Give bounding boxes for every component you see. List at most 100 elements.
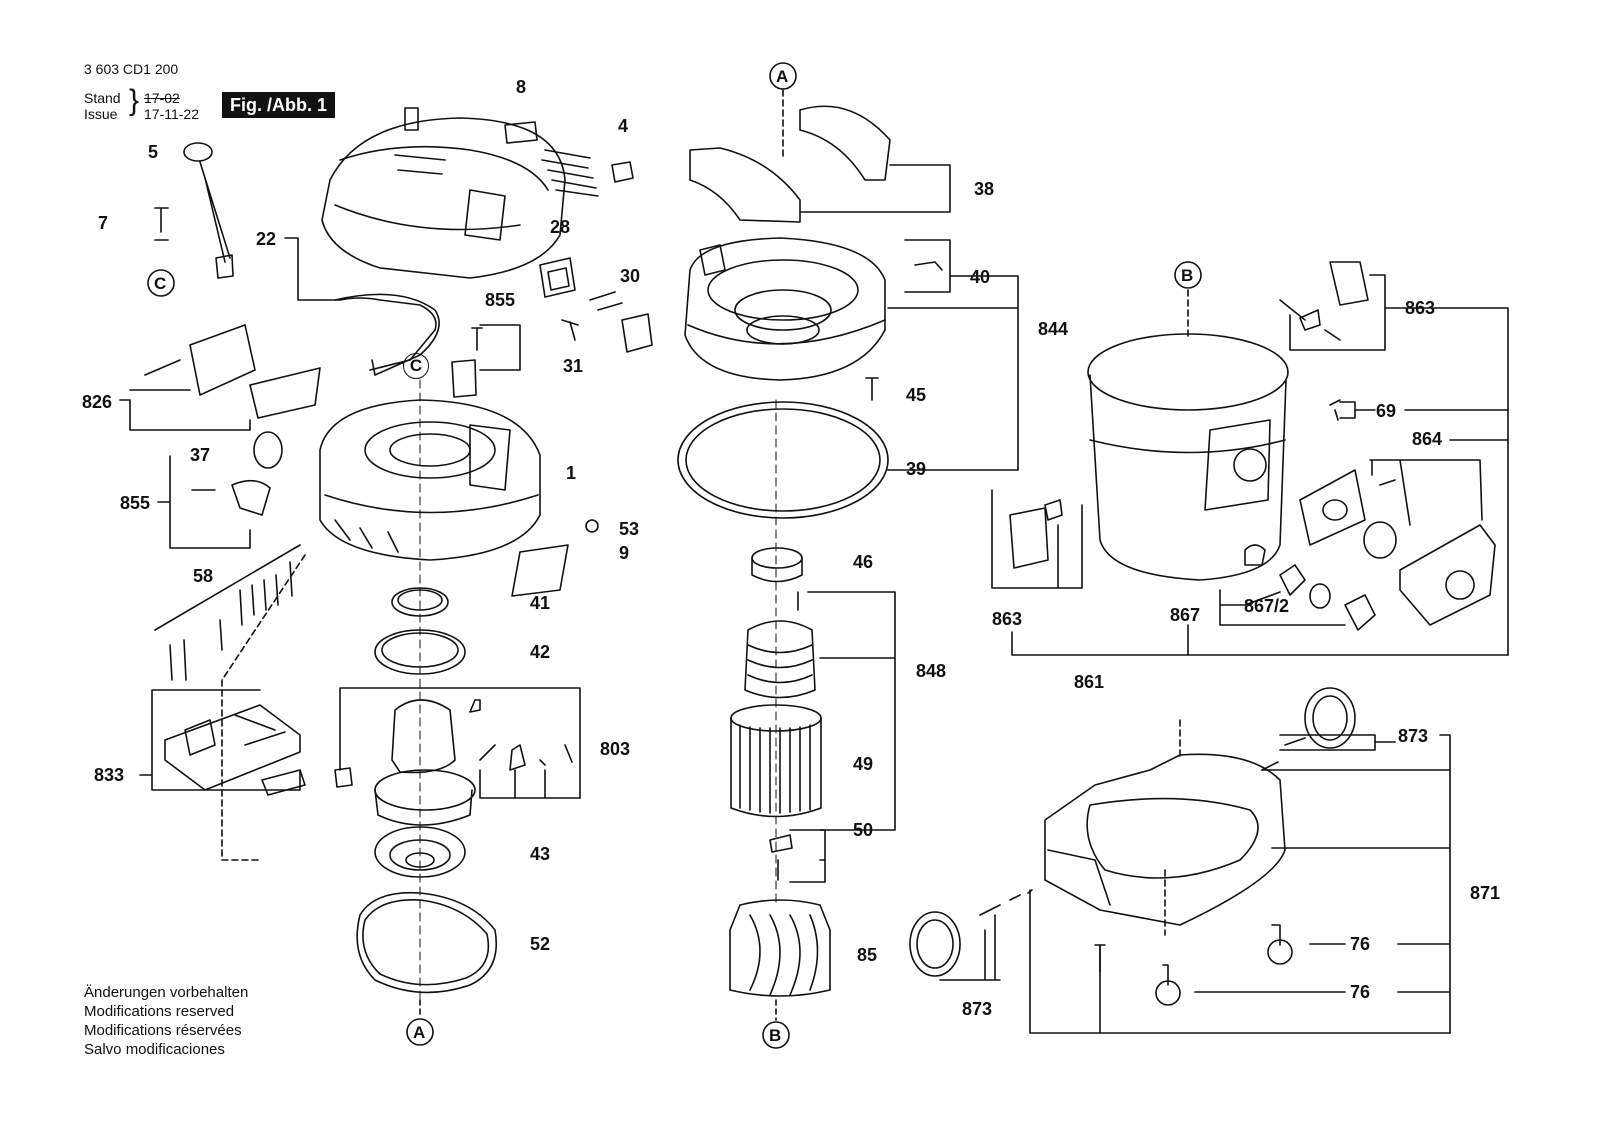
part-label-833: 833 bbox=[94, 765, 125, 785]
part-label-53: 53 bbox=[619, 519, 640, 539]
part-label-49: 49 bbox=[853, 754, 874, 774]
head-part-844 bbox=[684, 237, 886, 381]
part-label-28: 28 bbox=[550, 217, 571, 237]
part-label-37: 37 bbox=[190, 445, 211, 465]
part-label-30: 30 bbox=[620, 266, 641, 286]
connector-c-circle bbox=[147, 269, 175, 297]
container-part-861 bbox=[1087, 333, 1289, 581]
part-label-1: 1 bbox=[566, 463, 577, 483]
pcb-part-833 bbox=[139, 689, 306, 796]
screw-part-50 bbox=[769, 834, 793, 881]
footer-note-en: Modifications reserved bbox=[84, 1003, 235, 1020]
part-label-85: 85 bbox=[857, 945, 878, 965]
handle-part-863 bbox=[1329, 261, 1369, 306]
part-label-826: 826 bbox=[82, 392, 113, 412]
foam-part-38 bbox=[689, 105, 951, 223]
cover-set-part-864 bbox=[1299, 439, 1509, 626]
footer-note-de: Änderungen vorbehalten bbox=[84, 984, 249, 1001]
connector-b-top: B bbox=[1181, 266, 1194, 285]
screw-part-45 bbox=[865, 377, 879, 401]
part-label-31: 31 bbox=[563, 356, 584, 376]
part-label-45: 45 bbox=[906, 385, 927, 405]
motor-housing-part-1 bbox=[319, 399, 541, 561]
part-label-864: 864 bbox=[1412, 429, 1443, 449]
brace-symbol: } bbox=[129, 84, 140, 117]
part-label-873-top: 873 bbox=[1398, 726, 1429, 746]
connector-b-circle-top bbox=[1174, 261, 1202, 289]
footer-note-es: Salvo modificaciones bbox=[84, 1041, 225, 1058]
label-part-8 bbox=[504, 121, 538, 144]
wheel-part-873-left bbox=[909, 889, 1033, 981]
knob-part-867 bbox=[1244, 544, 1266, 566]
latch-part-40 bbox=[904, 239, 951, 293]
label-part-9 bbox=[511, 544, 569, 597]
ring-part-46 bbox=[751, 547, 803, 569]
terminal-set-part-58 bbox=[154, 544, 301, 681]
part-label-39: 39 bbox=[906, 459, 927, 479]
part-label-863-left: 863 bbox=[992, 609, 1023, 629]
part-label-7: 7 bbox=[98, 213, 109, 233]
connector-a-top: A bbox=[776, 67, 789, 86]
part-label-41: 41 bbox=[530, 593, 551, 613]
latch-part-863 bbox=[1009, 507, 1049, 569]
part-label-58: 58 bbox=[193, 566, 214, 586]
footer-note-fr: Modifications réservées bbox=[84, 1022, 242, 1039]
connector-a-circle-top bbox=[769, 62, 797, 90]
stand-label: Stand bbox=[84, 90, 121, 106]
part-label-40: 40 bbox=[970, 267, 991, 287]
seal-part-28 bbox=[539, 257, 576, 298]
part-label-50: 50 bbox=[853, 820, 874, 840]
brush-set-part-4 bbox=[541, 149, 634, 197]
connector-c-center: C bbox=[403, 353, 429, 379]
base-part-871 bbox=[1044, 753, 1286, 926]
connector-a-bottom: A bbox=[413, 1023, 426, 1042]
part-label-844: 844 bbox=[1038, 319, 1069, 339]
filter-cage-part-848 bbox=[744, 591, 896, 831]
part-label-873-left: 873 bbox=[962, 999, 993, 1019]
part-label-22: 22 bbox=[256, 229, 277, 249]
nut-part-53 bbox=[585, 519, 599, 533]
connector-b-circle-bottom bbox=[762, 1021, 790, 1049]
part-label-46: 46 bbox=[853, 552, 874, 572]
part-label-5: 5 bbox=[148, 142, 159, 162]
motor-part-803 bbox=[334, 687, 581, 826]
cable-part-5 bbox=[183, 142, 234, 279]
part-label-42: 42 bbox=[530, 642, 551, 662]
part-label-867: 867 bbox=[1170, 605, 1201, 625]
ring-part-37 bbox=[253, 431, 283, 469]
figure-badge: Fig. /Abb. 1 bbox=[222, 92, 335, 118]
part-label-76-lower: 76 bbox=[1350, 982, 1371, 1002]
issue-value: 17-11-22 bbox=[144, 106, 200, 122]
filter-part-49 bbox=[730, 704, 822, 818]
issue-label: Issue bbox=[84, 106, 118, 122]
connector-a-circle-bottom bbox=[406, 1018, 434, 1046]
wheel-part-873-top bbox=[1304, 687, 1356, 749]
part-label-863-top: 863 bbox=[1405, 298, 1436, 318]
ring-part-39 bbox=[677, 401, 889, 519]
stand-value: 17-02 bbox=[144, 90, 180, 106]
part-label-69: 69 bbox=[1376, 401, 1397, 421]
part-label-4: 4 bbox=[618, 116, 629, 136]
document-number: 3 603 CD1 200 bbox=[84, 61, 179, 77]
cover-part-22 bbox=[321, 107, 566, 279]
part-label-861: 861 bbox=[1074, 672, 1105, 692]
part-label-38: 38 bbox=[974, 179, 995, 199]
part-label-871: 871 bbox=[1470, 883, 1501, 903]
caster-part-76 bbox=[1155, 924, 1451, 1006]
screw-part-7 bbox=[154, 207, 169, 241]
part-label-76-upper: 76 bbox=[1350, 934, 1371, 954]
connector-b-bottom: B bbox=[769, 1026, 782, 1045]
part-label-855-left: 855 bbox=[120, 493, 151, 513]
part-label-867-2: 867/2 bbox=[1244, 596, 1290, 616]
switch-part-30 bbox=[621, 313, 653, 353]
part-label-9: 9 bbox=[619, 543, 630, 563]
filter-set-part-826 bbox=[119, 324, 321, 431]
connector-c-left: C bbox=[154, 274, 167, 293]
bag-part-85 bbox=[729, 899, 831, 997]
part-label-803: 803 bbox=[600, 739, 631, 759]
part-label-8: 8 bbox=[516, 77, 527, 97]
part-label-43: 43 bbox=[530, 844, 551, 864]
part-label-848: 848 bbox=[916, 661, 947, 681]
